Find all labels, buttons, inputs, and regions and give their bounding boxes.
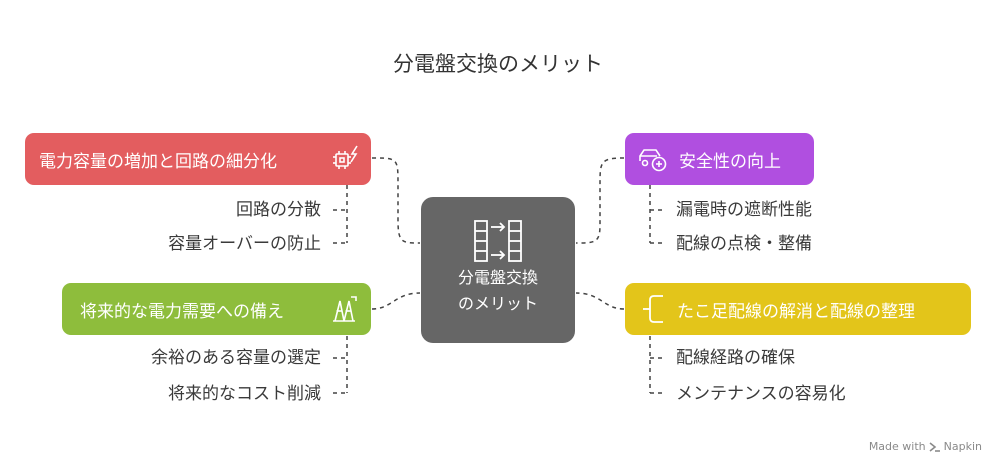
sub-item-leak-breaker: 漏電時の遮断性能 <box>676 200 812 220</box>
center-label-line1: 分電盤交換 <box>457 268 538 287</box>
sub-item-circuit-distribution: 回路の分散 <box>236 200 321 220</box>
footer-brand: Napkin <box>943 440 982 453</box>
switch-panel-icon <box>474 220 522 262</box>
connector-bottom-right <box>575 292 625 310</box>
connector-top-left <box>371 157 421 244</box>
branch-label: たこ足配線の解消と配線の整理 <box>677 301 915 322</box>
branch-power-capacity: 電力容量の増加と回路の細分化 <box>25 133 371 185</box>
branch-wiring-cleanup: たこ足配線の解消と配線の整理 <box>625 283 971 335</box>
sub-item-wiring-inspection: 配線の点検・整備 <box>676 234 812 254</box>
connector-top-right <box>575 157 625 244</box>
diagram-title: 分電盤交換のメリット <box>393 52 603 76</box>
car-shield-icon <box>637 146 669 172</box>
sub-item-cost-reduction: 将来的なコスト削減 <box>168 384 321 404</box>
sub-item-wiring-route: 配線経路の確保 <box>676 348 795 368</box>
footer-credit: Made with Napkin <box>869 440 982 453</box>
center-label: 分電盤交換 のメリット <box>421 265 575 317</box>
sub-item-capacity-margin: 余裕のある容量の選定 <box>151 348 321 368</box>
power-tower-icon <box>329 295 359 323</box>
branch-label: 安全性の向上 <box>679 151 781 172</box>
branch-label: 電力容量の増加と回路の細分化 <box>39 151 277 172</box>
center-label-line2: のメリット <box>457 294 538 313</box>
connector-bottom-left <box>371 292 421 310</box>
branch-safety: 安全性の向上 <box>625 133 814 185</box>
sub-item-overload-prevention: 容量オーバーの防止 <box>168 234 321 254</box>
branch-future-demand: 将来的な電力需要への備え <box>62 283 371 335</box>
sub-item-easy-maintenance: メンテナンスの容易化 <box>676 384 846 404</box>
center-node: 分電盤交換 のメリット <box>421 197 575 343</box>
napkin-logo-icon <box>929 441 940 452</box>
wire-branch-icon <box>641 294 667 324</box>
footer-text: Made with <box>868 440 926 453</box>
chip-lightning-icon <box>331 145 361 173</box>
branch-label: 将来的な電力需要への備え <box>80 301 284 322</box>
